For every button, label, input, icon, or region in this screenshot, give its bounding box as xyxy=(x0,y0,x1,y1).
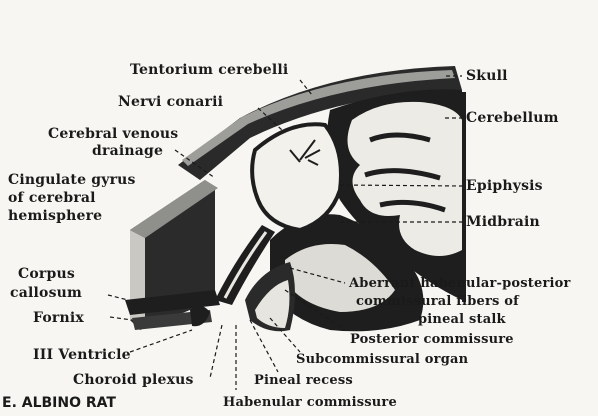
label-corpus-2: callosum xyxy=(10,285,82,301)
label-cerebellum: Cerebellum xyxy=(466,110,559,126)
label-midbrain: Midbrain xyxy=(466,214,540,230)
label-pineal-recess: Pineal recess xyxy=(254,373,353,389)
label-cerebral-venous-2: drainage xyxy=(92,143,163,159)
label-cingulate-1: Cingulate gyrus xyxy=(8,172,136,188)
label-aberrant-3: pineal stalk xyxy=(418,312,506,328)
label-tentorium-cerebelli: Tentorium cerebelli xyxy=(130,62,288,78)
label-posterior-commissure: Posterior commissure xyxy=(350,332,514,348)
label-third-ventricle: III Ventricle xyxy=(33,347,131,363)
label-cingulate-3: hemisphere xyxy=(8,208,102,224)
label-aberrant-2: commissural fibers of xyxy=(356,294,519,310)
figure-caption: E. ALBINO RAT xyxy=(2,395,116,411)
label-choroid-plexus: Choroid plexus xyxy=(73,372,194,388)
label-skull: Skull xyxy=(466,68,508,84)
label-epiphysis: Epiphysis xyxy=(466,178,543,194)
label-nervi-conarii: Nervi conarii xyxy=(118,94,223,110)
epiphysis-body xyxy=(252,124,341,230)
label-aberrant-1: Aberrant habenular-posterior xyxy=(349,276,571,292)
label-corpus-1: Corpus xyxy=(18,266,75,282)
label-fornix: Fornix xyxy=(33,310,84,326)
label-cingulate-2: of cerebral xyxy=(8,190,96,206)
label-subcommissural-organ: Subcommissural organ xyxy=(296,352,468,368)
label-habenular-commissure: Habenular commissure xyxy=(223,395,397,411)
label-cerebral-venous-1: Cerebral venous xyxy=(48,126,178,142)
choroid-plexus-shape xyxy=(190,305,210,326)
